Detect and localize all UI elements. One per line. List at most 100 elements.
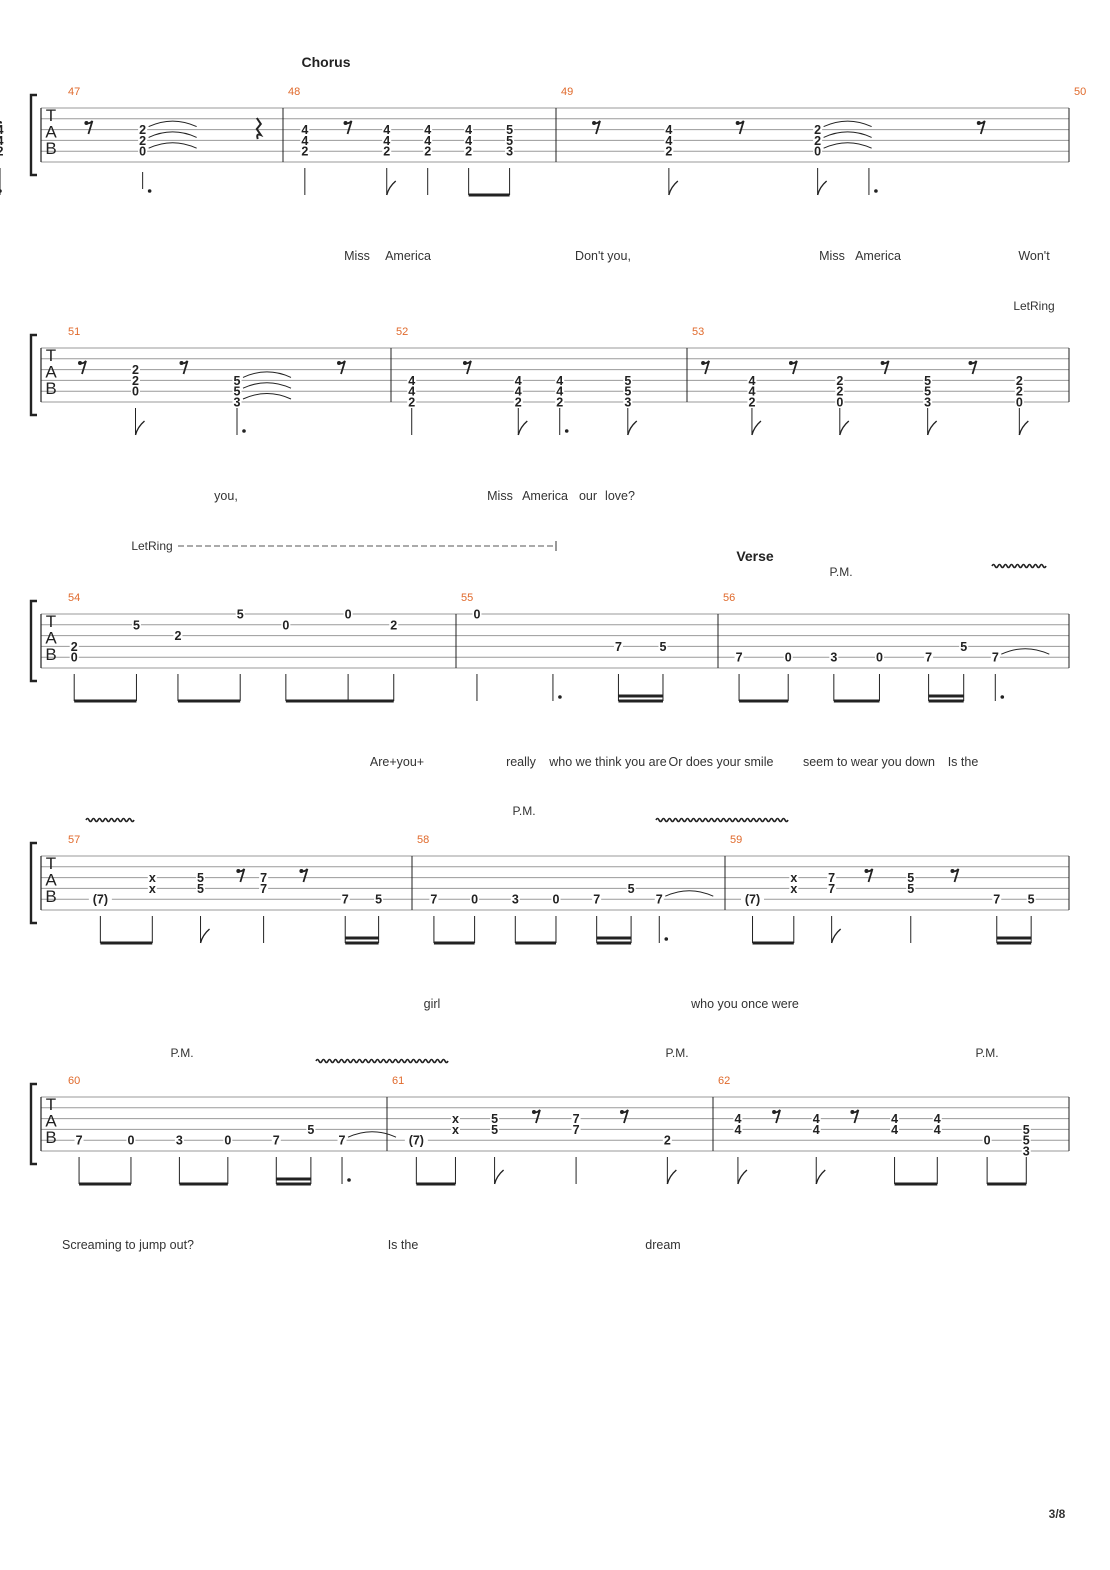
rhythm-dot <box>1000 695 1005 699</box>
eighth-rest-dot <box>299 869 304 873</box>
fret-bg <box>470 893 480 906</box>
tie <box>148 142 197 149</box>
fret-number: 4 <box>748 385 755 399</box>
fret-number: x <box>790 871 797 885</box>
flag <box>839 420 850 436</box>
fret-bg <box>923 396 933 408</box>
fret-number: 5 <box>506 134 513 148</box>
fret-number: 2 <box>836 385 843 399</box>
fret-bg <box>571 1123 581 1136</box>
fret-bg <box>407 385 417 398</box>
fret-number: 5 <box>907 882 914 896</box>
eighth-rest-dot <box>701 361 706 365</box>
eighth-rest-dot <box>619 1110 624 1114</box>
fret-bg <box>173 629 183 642</box>
fret-number: 5 <box>1023 1134 1030 1148</box>
rhythm-dot <box>558 695 562 699</box>
fret-bg <box>874 651 884 664</box>
fret-bg <box>811 1123 821 1136</box>
fret-number: 0 <box>345 608 352 622</box>
tab-clef-letter: B <box>45 139 56 158</box>
fret-number: 4 <box>934 1123 941 1137</box>
fret-number: 2 <box>515 396 522 410</box>
measure: 50442442442442 <box>0 86 1086 195</box>
measure-number: 55 <box>461 592 473 604</box>
fret-number: 7 <box>993 893 1000 907</box>
fret-bg <box>906 871 916 884</box>
system-bracket <box>29 333 37 417</box>
fret-bg <box>69 651 79 664</box>
measure-number: 49 <box>561 86 573 98</box>
tab-clef-letter: B <box>45 887 56 906</box>
fret-bg <box>300 145 310 158</box>
lyric: our <box>579 489 597 503</box>
fret-number: 0 <box>224 1134 231 1148</box>
fret-number: 5 <box>628 882 635 896</box>
fret-number: 0 <box>836 396 843 410</box>
fret-bg <box>259 871 269 884</box>
tie <box>242 382 292 389</box>
system-bracket <box>29 1082 37 1166</box>
fret-number: 0 <box>132 385 139 399</box>
fret-bg <box>174 1134 184 1147</box>
tab-clef-letter: T <box>46 106 56 125</box>
fret-bg <box>1021 1134 1031 1147</box>
fret-bg <box>374 893 384 906</box>
measure-number: 62 <box>718 1075 730 1087</box>
eighth-rest-dot <box>343 121 348 125</box>
fret-bg <box>835 385 845 398</box>
fret-bg <box>423 134 433 147</box>
let-ring-label: LetRing <box>131 539 172 553</box>
tie <box>148 131 197 138</box>
fret-bg <box>813 134 823 147</box>
fret-number: 5 <box>491 1112 498 1126</box>
fret-bg <box>658 640 668 653</box>
fret-number: 4 <box>301 123 308 137</box>
fret-bg <box>932 1123 942 1136</box>
tab-clef-letter: T <box>46 346 56 365</box>
lyric: seem to wear you down <box>803 755 935 769</box>
fret-number: 7 <box>260 882 267 896</box>
fret-bg <box>923 374 933 387</box>
fret-number: 7 <box>260 871 267 885</box>
fret-bg <box>789 882 799 895</box>
fret-number: 5 <box>506 123 513 137</box>
palm-mute-label: P.M. <box>512 804 535 818</box>
flag <box>815 1169 826 1185</box>
fret-number: 5 <box>1028 893 1035 907</box>
fret-bg <box>662 1134 672 1147</box>
fret-bg <box>232 374 242 387</box>
fret-bg <box>623 396 633 408</box>
fret-bg <box>741 893 765 906</box>
tab-clef-letter: T <box>46 854 56 873</box>
fret-number: 4 <box>408 385 415 399</box>
lyric: Don't you, <box>575 249 631 263</box>
fret-bg <box>505 134 515 147</box>
fret-bg <box>423 145 433 158</box>
eighth-rest-dot <box>950 869 955 873</box>
eighth-rest-dot <box>592 121 597 125</box>
fret-number: 0 <box>814 145 821 159</box>
fret-number: x <box>452 1112 459 1126</box>
fret-bg <box>389 618 399 631</box>
fret-bg <box>827 882 837 895</box>
fret-number: 0 <box>471 893 478 907</box>
fret-number: 7 <box>925 651 932 665</box>
fret-number: (7) <box>93 893 108 907</box>
flag <box>926 420 938 436</box>
fret-number: 4 <box>465 134 472 148</box>
fret-bg <box>924 651 934 664</box>
system-bracket <box>29 93 37 177</box>
fret-number: 4 <box>891 1123 898 1137</box>
measure-number: 48 <box>288 86 300 98</box>
fret-bg <box>747 385 757 398</box>
lyric: Won't <box>1018 249 1050 263</box>
fret-bg <box>555 374 565 387</box>
fret-bg <box>1021 1123 1031 1136</box>
fret-number: 2 <box>1016 385 1023 399</box>
